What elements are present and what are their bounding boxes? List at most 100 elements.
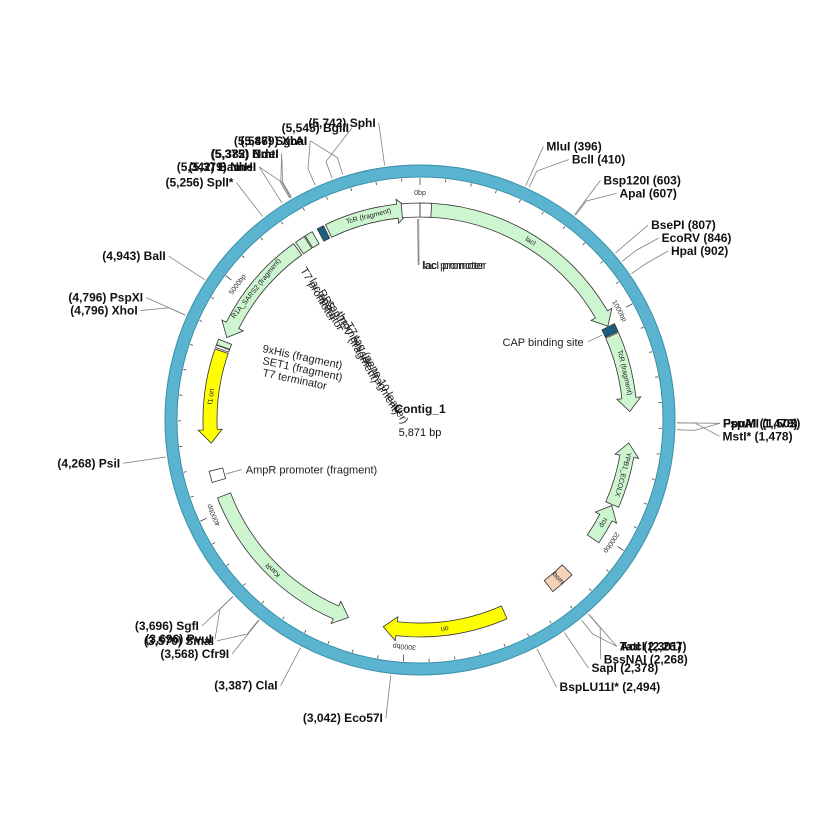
- minor-tick: [282, 616, 285, 620]
- restriction-site-label: MstI* (1,478): [723, 429, 793, 443]
- tick-label: 4000bp: [206, 503, 222, 527]
- minor-tick: [304, 629, 307, 633]
- site-leader: [280, 647, 301, 686]
- minor-tick: [503, 643, 506, 647]
- site-leader: [123, 456, 166, 464]
- minor-tick: [527, 633, 530, 637]
- minor-tick: [562, 225, 566, 229]
- feature-box-t7-lead: [294, 235, 313, 255]
- restriction-site-label: (5,586) SgrAI: [234, 134, 307, 148]
- minor-tick: [649, 351, 653, 353]
- feature-box-lac-box2: [419, 202, 433, 218]
- site-leader: [378, 122, 386, 166]
- inner-label-lac-promoter: lac promoter: [423, 260, 484, 272]
- major-tick: [225, 275, 232, 281]
- site-layer: MluI (396)BclI (410) Bsp120I (603)ApaI (6…: [57, 116, 800, 725]
- feature-box-lac-op: [316, 225, 331, 242]
- restriction-site-label: Bsp120I (603): [603, 173, 680, 187]
- restriction-site-label: (3,696) SgfI: [135, 619, 199, 633]
- site-leader: [140, 307, 186, 316]
- feature-box-t7-lead2: [304, 231, 320, 249]
- minor-tick: [190, 495, 194, 498]
- inner-leader: [226, 469, 242, 475]
- site-leader: [214, 596, 234, 640]
- minor-tick: [541, 211, 544, 215]
- feature-box-bom: [543, 564, 573, 593]
- restriction-site-label: (4,943) BalI: [102, 249, 165, 263]
- backbone-layer: [164, 164, 676, 676]
- minor-tick: [470, 183, 472, 187]
- tick-label: 1000bp: [610, 299, 627, 323]
- backbone-inner-edge: [176, 176, 664, 664]
- restriction-site-label: (5,256) SplI*: [165, 176, 233, 190]
- restriction-site-label: (5,382) NdeI: [211, 147, 278, 161]
- feature-box-ampr-prom: [208, 467, 227, 484]
- feature-arrow-tcr-frag-2: [605, 331, 642, 413]
- minor-tick: [479, 651, 481, 655]
- restriction-site-label: (5,379) NheI: [189, 160, 256, 174]
- feature-arrow-kanr: [216, 492, 350, 625]
- site-leader: [525, 146, 544, 186]
- minor-tick: [606, 569, 609, 572]
- minor-tick: [183, 369, 187, 371]
- restriction-site-label: SapI (2,378): [592, 661, 659, 675]
- restriction-site-label: (3,570) SmaI: [144, 634, 214, 648]
- minor-tick: [199, 319, 203, 322]
- site-leader: [216, 619, 259, 642]
- restriction-site-label: MluI (396): [546, 140, 601, 154]
- minor-tick: [327, 640, 330, 644]
- feature-box-his: [216, 338, 233, 350]
- site-leader: [588, 613, 602, 660]
- minor-tick: [212, 542, 216, 545]
- restriction-site-label: (5,342) BamHI: [177, 160, 256, 174]
- minor-tick: [518, 199, 521, 203]
- site-leader: [564, 632, 589, 669]
- restriction-site-label: (3,042) Eco57I: [303, 711, 383, 725]
- feature-label-laci: lacI: [524, 236, 537, 248]
- site-leader: [258, 166, 283, 204]
- feature-arrow-ypb1: [605, 442, 640, 508]
- plasmid-length: 5,871 bp: [399, 427, 442, 439]
- restriction-site-label: PpuMI (1,503): [723, 416, 800, 430]
- site-leader: [581, 619, 617, 647]
- restriction-site-label: ApaI (607): [620, 186, 677, 200]
- minor-tick: [261, 600, 265, 604]
- minor-tick: [651, 478, 655, 480]
- site-leader: [676, 422, 721, 431]
- feature-arrow-rop: [586, 505, 618, 544]
- restriction-site-label: HpaI (902): [671, 244, 728, 258]
- minor-tick: [377, 655, 379, 659]
- minor-tick: [350, 187, 353, 192]
- site-leader: [575, 192, 617, 216]
- minor-tick: [241, 255, 245, 259]
- minor-tick: [260, 237, 264, 241]
- site-leader: [325, 127, 353, 179]
- site-leader: [307, 140, 316, 186]
- restriction-site-label: (4,796) PspXI: [68, 291, 143, 305]
- minor-tick: [352, 649, 354, 653]
- minor-tick: [495, 190, 497, 194]
- site-leader: [168, 255, 205, 280]
- restriction-site-label: EcoRV (846): [662, 231, 732, 245]
- feature-label-ori: ori: [440, 624, 449, 632]
- site-leader: [621, 237, 659, 262]
- restriction-site-label: BclI (410): [572, 153, 625, 167]
- feature-label-f1ori: f1 ori: [207, 388, 216, 405]
- site-leader: [631, 250, 669, 275]
- site-leader: [281, 153, 292, 198]
- minor-tick: [189, 344, 194, 346]
- feature-box-set1: [214, 344, 231, 353]
- restriction-site-label: AccI (2,267): [620, 639, 687, 653]
- site-leader: [385, 675, 392, 719]
- feature-box-lac-box: [400, 202, 421, 219]
- minor-tick: [569, 605, 573, 609]
- feature-arrow-ori: [382, 605, 508, 642]
- feature-arrow-r1a: [221, 243, 303, 339]
- minor-tick: [600, 261, 604, 264]
- minor-tick: [582, 242, 586, 246]
- inner-leader: [587, 334, 603, 343]
- major-tick: [200, 517, 207, 522]
- inner-label-cap-site: CAP binding site: [503, 337, 584, 349]
